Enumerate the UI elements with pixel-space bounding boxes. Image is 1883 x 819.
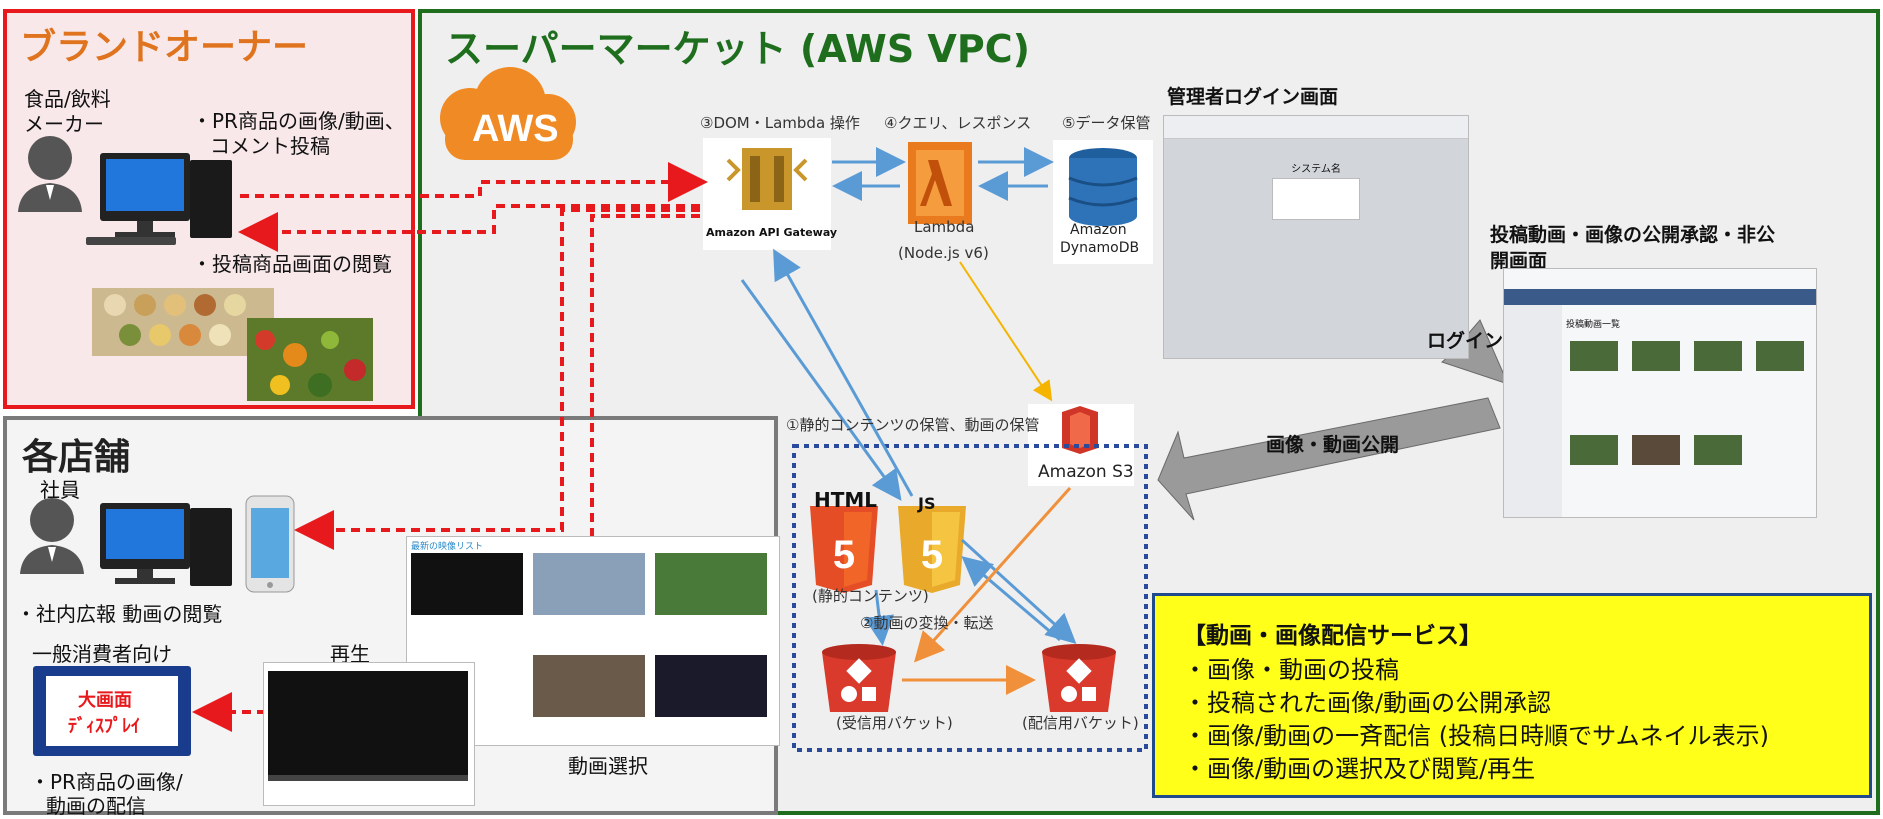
pr-delivery-line2: 動画の配信 <box>46 794 146 818</box>
s3-to-bucket-arrow <box>914 487 1072 663</box>
smartphone-icon <box>245 495 295 593</box>
service-item: ・画像・動画の投稿 <box>1183 656 1399 684</box>
maker-label-line1: 食品/飲料 <box>24 87 111 111</box>
video-seekbar[interactable] <box>268 775 468 781</box>
service-item: ・画像/動画の一斉配信 (投稿日時順でサムネイル表示) <box>1183 722 1769 750</box>
dynamodb-label-line2: DynamoDB <box>1060 240 1140 256</box>
store-computer-icon <box>100 503 232 586</box>
service-item: ・画像/動画の選択及び閲覧/再生 <box>1183 755 1536 783</box>
staff-view-label: ・社内広報 動画の閲覧 <box>16 602 223 626</box>
video-thumbnail[interactable] <box>655 655 767 717</box>
aws-cloud-logo <box>440 67 576 160</box>
step-query-label: ④クエリ、レスポンス <box>884 114 1032 132</box>
static-content-label: (静的コンテンツ) <box>812 587 929 605</box>
delivery-bucket-icon <box>1042 644 1116 712</box>
select-label: 動画選択 <box>568 754 648 778</box>
video-thumbnail[interactable] <box>533 553 645 615</box>
vpc-title: スーパーマーケット (AWS VPC) <box>445 27 1030 71</box>
brand-post-line2: コメント投稿 <box>210 134 330 158</box>
vegetables-photo <box>247 318 373 401</box>
approve-screenshot: 投稿動画一覧 <box>1503 268 1817 518</box>
static-content-box <box>792 444 1148 752</box>
video-thumbnail[interactable] <box>411 553 523 615</box>
aws-logo-text: AWS <box>472 108 559 150</box>
step-data-label: ⑤データ保管 <box>1062 114 1151 132</box>
pr-delivery-line1: ・PR商品の画像/ <box>30 770 183 794</box>
video-thumbnail[interactable] <box>655 553 767 615</box>
js-icon: 5 <box>898 506 966 593</box>
service-title: 【動画・画像配信サービス】 <box>1183 623 1482 649</box>
display-text-line1: 大画面 <box>78 690 132 711</box>
brand-computer-icon <box>86 153 232 245</box>
login-arrow-label: ログイン <box>1427 330 1504 352</box>
svg-text:5: 5 <box>921 533 943 577</box>
maker-label-line2: メーカー <box>24 112 104 136</box>
large-display-icon <box>33 666 191 756</box>
svg-text:5: 5 <box>833 533 855 577</box>
food-photo <box>92 288 274 356</box>
staff-label: 社員 <box>40 478 80 502</box>
s3-label: Amazon S3 <box>1038 462 1134 482</box>
approve-title-line2: 開画面 <box>1490 250 1548 272</box>
api-gateway-label: Amazon API Gateway <box>706 226 838 239</box>
display-text-line2: ﾃﾞｨｽﾌﾟﾚｲ <box>68 716 140 737</box>
dynamodb-label-line1: Amazon <box>1070 222 1127 238</box>
video-list-title: 最新の映像リスト <box>411 542 484 552</box>
api-gateway-icon <box>703 138 831 250</box>
html5-icon: 5 <box>810 506 878 593</box>
blue-flow-arrows <box>740 147 1077 646</box>
dynamodb-icon <box>1053 140 1153 264</box>
video-player[interactable] <box>268 671 468 775</box>
consumer-label: 一般消費者向け <box>32 642 172 666</box>
lambda-icon <box>908 142 972 224</box>
store-title: 各店舗 <box>22 437 131 478</box>
lambda-runtime-label: (Node.js v6) <box>898 244 989 262</box>
js-label: JS <box>918 494 936 513</box>
approve-list-title: 投稿動画一覧 <box>1566 320 1621 330</box>
admin-login-title: 管理者ログイン画面 <box>1167 86 1339 108</box>
step-dom-label: ③DOM・Lambda 操作 <box>700 114 860 132</box>
approve-title-line1: 投稿動画・画像の公開承認・非公 <box>1490 224 1776 246</box>
maker-person-icon <box>18 136 82 212</box>
staff-person-icon <box>20 498 84 574</box>
delivery-bucket-label: (配信用バケット) <box>1022 714 1139 732</box>
upload-bucket-icon <box>822 644 896 712</box>
admin-login-system-name: システム名 <box>1291 164 1341 175</box>
brand-view-label: ・投稿商品画面の閲覧 <box>192 252 392 276</box>
video-player-screenshot <box>263 662 475 806</box>
step-static-label: ①静的コンテンツの保管、動画の保管 <box>786 416 1040 434</box>
service-item: ・投稿された画像/動画の公開承認 <box>1183 689 1552 717</box>
admin-login-screenshot: システム名 <box>1163 115 1469 359</box>
video-thumbnail[interactable] <box>533 655 645 717</box>
brand-post-line1: ・PR商品の画像/動画、 <box>192 109 405 133</box>
brand-owner-title: ブランドオーナー <box>20 27 309 68</box>
publish-arrow-label: 画像・動画公開 <box>1266 434 1400 456</box>
lambda-label: Lambda <box>914 218 975 236</box>
service-summary-box: 【動画・画像配信サービス】 ・画像・動画の投稿 ・投稿された画像/動画の公開承認… <box>1152 593 1872 798</box>
lambda-to-s3-arrow <box>959 261 1053 402</box>
step-transform-label: ②動画の変換・転送 <box>860 614 994 632</box>
upload-bucket-label: (受信用バケット) <box>836 714 953 732</box>
html-label: HTML <box>814 488 878 512</box>
